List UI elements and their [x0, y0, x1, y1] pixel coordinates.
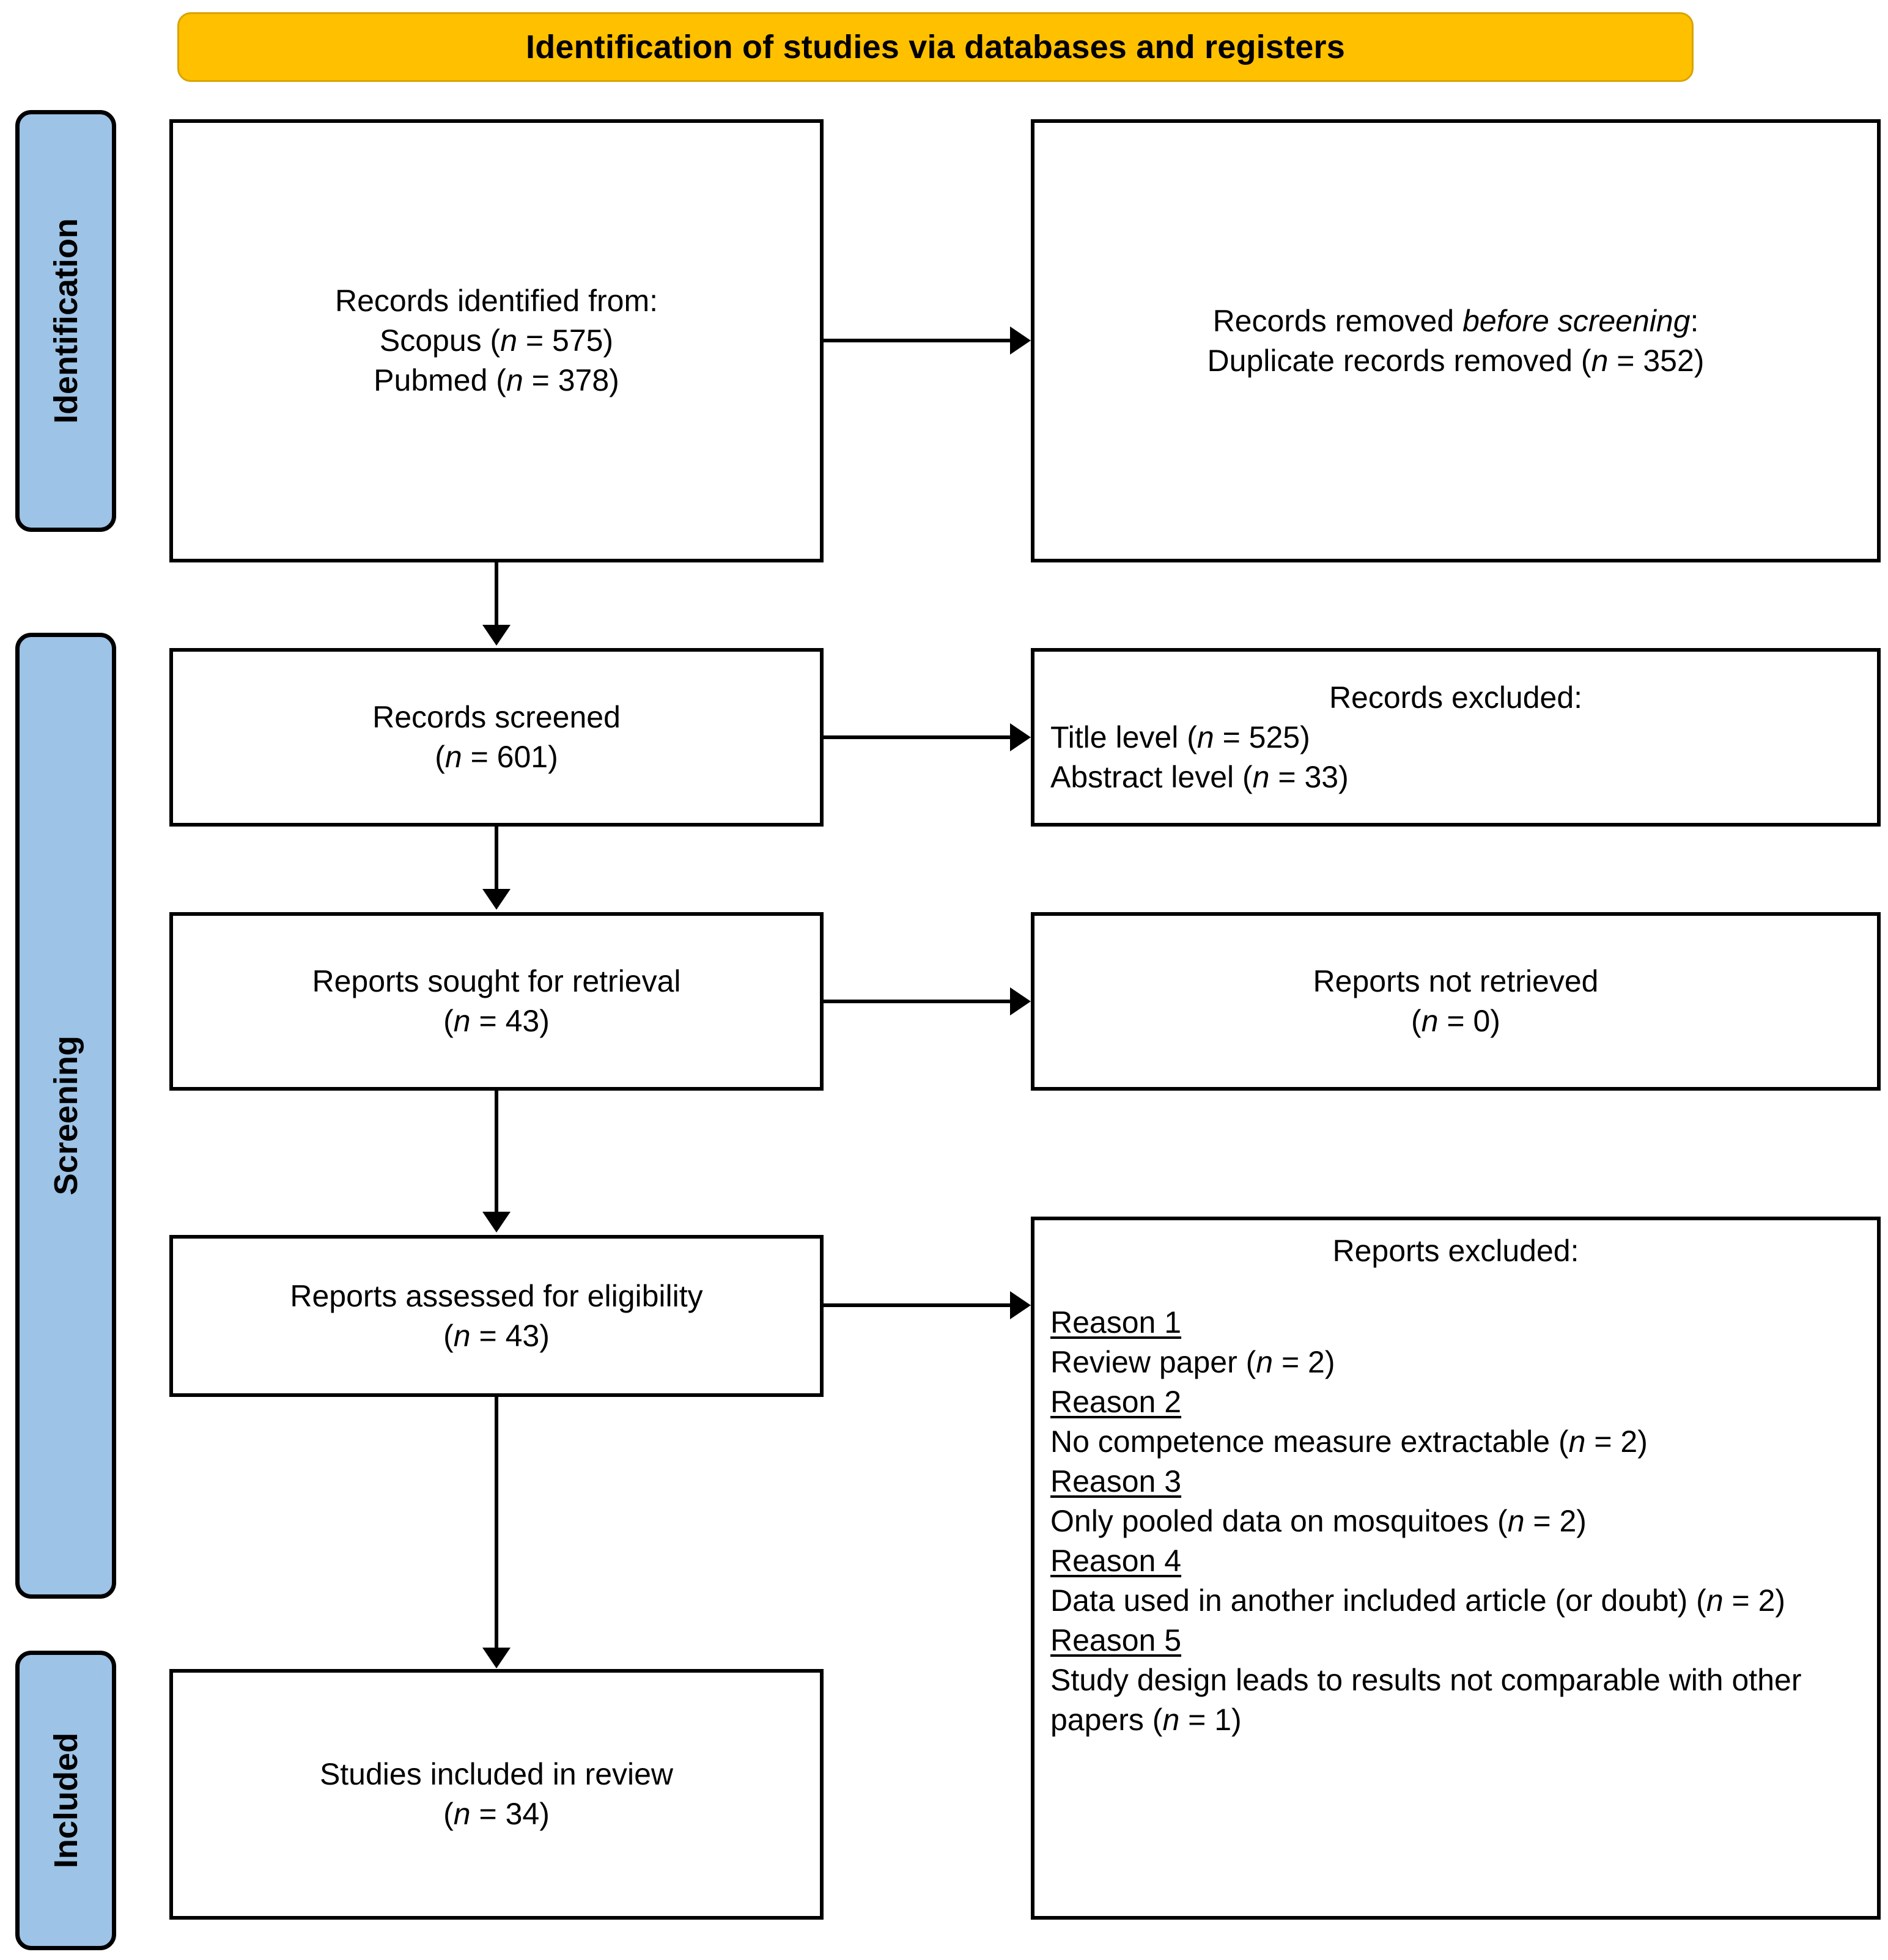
stage-bar-identification: Identification	[15, 110, 116, 532]
connector-screened-to-excluded	[824, 735, 1010, 739]
reports-sought-line-1: Reports sought for retrieval	[312, 964, 681, 998]
records-removed-line-2: Duplicate records removed (n = 352)	[1207, 343, 1705, 378]
records-excluded-line-1: Title level (n = 525)	[1050, 720, 1310, 754]
records-excluded-title: Records excluded:	[1329, 680, 1583, 715]
reason-text: Data used in another included article (o…	[1050, 1583, 1786, 1618]
connector-assessed-to-included	[495, 1397, 498, 1650]
reports-not-retrieved-line-2: (n = 0)	[1411, 1004, 1500, 1038]
reason-heading: Reason 3	[1050, 1464, 1182, 1498]
stage-bar-screening: Screening	[15, 633, 116, 1599]
reports-excluded-title: Reports excluded:	[1332, 1234, 1579, 1268]
reason-text: Review paper (n = 2)	[1050, 1345, 1335, 1379]
records-removed-line-1: Records removed before screening:	[1212, 303, 1699, 338]
banner-title: Identification of studies via databases …	[526, 29, 1345, 65]
stage-label-included: Included	[47, 1732, 84, 1868]
reports-assessed-line-2: (n = 43)	[443, 1318, 550, 1353]
arrowhead-identified-to-screened	[482, 625, 511, 646]
connector-identified-to-removed	[824, 339, 1010, 342]
connector-screened-to-sought	[495, 827, 498, 891]
arrowhead-identified-to-removed	[1010, 326, 1031, 355]
connector-sought-to-not-retrieved	[824, 1000, 1010, 1003]
records-screened-line-2: (n = 601)	[435, 740, 558, 774]
reports-excluded-reason-list: Reason 1 Review paper (n = 2) Reason 2 No c…	[1050, 1303, 1861, 1740]
arrowhead-sought-to-not-retrieved	[1010, 987, 1031, 1015]
box-reports-not-retrieved: Reports not retrieved (n = 0)	[1031, 912, 1881, 1091]
reason-text: No competence measure extractable (n = 2…	[1050, 1424, 1648, 1459]
identification-banner: Identification of studies via databases …	[177, 12, 1694, 82]
box-studies-included: Studies included in review (n = 34)	[169, 1669, 824, 1920]
connector-sought-to-assessed	[495, 1091, 498, 1214]
box-reports-excluded: Reports excluded: Reason 1 Review paper (…	[1031, 1217, 1881, 1920]
studies-included-line-2: (n = 34)	[443, 1797, 550, 1831]
reason-heading: Reason 2	[1050, 1385, 1182, 1419]
box-records-screened: Records screened (n = 601)	[169, 648, 824, 827]
stage-label-identification: Identification	[47, 218, 84, 424]
stage-bar-included: Included	[15, 1651, 116, 1950]
reports-not-retrieved-line-1: Reports not retrieved	[1313, 964, 1599, 998]
arrowhead-sought-to-assessed	[482, 1212, 511, 1232]
records-screened-line-1: Records screened	[372, 700, 621, 734]
connector-identified-to-screened	[495, 562, 498, 627]
arrowhead-screened-to-excluded	[1010, 723, 1031, 751]
box-records-excluded: Records excluded: Title level (n = 525) …	[1031, 648, 1881, 827]
records-excluded-line-2: Abstract level (n = 33)	[1050, 759, 1349, 794]
reason-text: Only pooled data on mosquitoes (n = 2)	[1050, 1504, 1587, 1538]
reason-heading: Reason 1	[1050, 1305, 1182, 1339]
reason-heading: Reason 4	[1050, 1544, 1182, 1578]
records-identified-line-3: Pubmed (n = 378)	[374, 363, 619, 397]
records-identified-line-2: Scopus (n = 575)	[379, 323, 614, 358]
arrowhead-screened-to-sought	[482, 889, 511, 910]
arrowhead-assessed-to-reports-excluded	[1010, 1291, 1031, 1319]
stage-label-screening: Screening	[47, 1036, 84, 1196]
records-identified-line-1: Records identified from:	[334, 284, 658, 318]
reason-text: Study design leads to results not compar…	[1050, 1663, 1802, 1737]
box-records-removed: Records removed before screening: Duplic…	[1031, 119, 1881, 562]
reports-assessed-line-1: Reports assessed for eligibility	[290, 1278, 703, 1313]
studies-included-line-1: Studies included in review	[319, 1757, 674, 1791]
connector-assessed-to-reports-excluded	[824, 1303, 1010, 1307]
reason-heading: Reason 5	[1050, 1623, 1182, 1657]
box-records-identified: Records identified from: Scopus (n = 575…	[169, 119, 824, 562]
box-reports-sought: Reports sought for retrieval (n = 43)	[169, 912, 824, 1091]
reports-sought-line-2: (n = 43)	[443, 1004, 550, 1038]
arrowhead-assessed-to-included	[482, 1648, 511, 1668]
box-reports-assessed: Reports assessed for eligibility (n = 43…	[169, 1235, 824, 1397]
